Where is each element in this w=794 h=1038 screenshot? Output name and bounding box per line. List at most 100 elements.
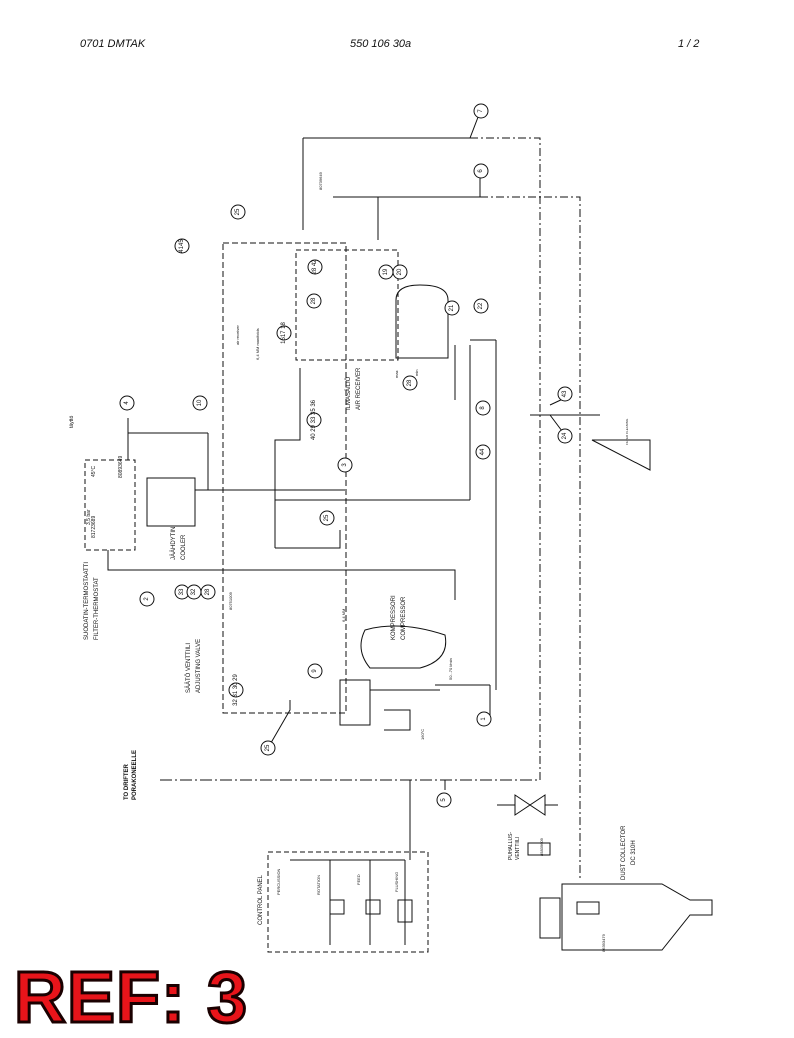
label-dc-model: DC 310H [631, 840, 637, 865]
callout-label: 1 [481, 717, 487, 721]
callout-7: 19 [378, 264, 394, 280]
label-manifold: 6,4 MM manifolds [255, 328, 260, 360]
callout-label: 40 29 33 35 36 [311, 399, 317, 440]
callout-label: 4 [124, 401, 130, 405]
callout-label: 32 [191, 588, 197, 595]
callout-label: 28 [205, 588, 211, 595]
callout-26: 1 [476, 711, 492, 727]
callout-label: 25 [324, 514, 330, 521]
callout-label: 25 [235, 208, 241, 215]
label-cooler: COOLER [181, 534, 187, 560]
label-taytto: täyttö [69, 416, 75, 428]
dust-collector [561, 883, 713, 951]
callout-24: 32 31 30 29 [228, 673, 244, 706]
callout-label: 22 [478, 302, 484, 309]
label-pn6: 86393479 [601, 933, 606, 952]
label-air-receiver: AIR RECEIVER [356, 367, 362, 410]
callout-label: 6 [478, 169, 484, 173]
label-suodatin-en: FILTER-THERMOSTAT [94, 577, 100, 640]
label-jaahdytin: JÄÄHDYTIN [170, 527, 177, 560]
callout-label: 24 [562, 432, 568, 439]
callout-label: 20 [397, 268, 403, 275]
filter-thermostat [84, 459, 136, 551]
label-pn5: 85839609 [539, 837, 544, 856]
callout-2: 25 [230, 204, 246, 220]
callout-13: 3 [337, 457, 353, 473]
label-bar: 3,5 bar [86, 509, 92, 525]
callout-5: 28 42 [307, 259, 323, 275]
label-air-receiver-small: air receiver [235, 325, 240, 345]
callout-20: 2 [139, 591, 155, 607]
callout-1: 6 [473, 163, 489, 179]
line-7 [303, 111, 481, 139]
cooler [146, 477, 196, 527]
callout-label: 3 [342, 463, 348, 467]
callout-18: 24 [557, 428, 573, 444]
callout-label: 5 [441, 798, 447, 802]
label-temp2: 160°C [420, 729, 425, 740]
callout-16: 8 [475, 400, 491, 416]
callout-19: 25 [319, 510, 335, 526]
callout-label: 1617 18 [281, 322, 287, 344]
callout-label: 4145 [179, 239, 185, 253]
label-porakoneelle: PORAKONEELLE [132, 750, 138, 800]
label-flushing: FLUSHING [394, 872, 399, 892]
callout-27: 25 [260, 740, 276, 756]
return-line-right [470, 137, 541, 780]
label-rotation: ROTATION [316, 875, 321, 895]
label-dust-collector: DUST COLLECTOR [621, 825, 627, 880]
header-center: 550 106 30a [350, 38, 412, 50]
callout-label: 33 [179, 588, 185, 595]
label-percussion: PERCUSSION [276, 868, 281, 895]
line-6 [333, 172, 481, 198]
label-compressor: COMPRESSOR [401, 596, 407, 640]
callout-label: 8 [480, 406, 486, 410]
label-pn4: 80739649 [318, 171, 323, 190]
label-max: max [394, 370, 399, 378]
label-ilmasailio: ILMASÄILIÖ [345, 376, 352, 410]
callout-label: 28 [407, 379, 413, 386]
label-kompressori: KOMPRESSORI [391, 595, 397, 640]
label-min: min [414, 370, 419, 376]
callout-8: 20 [392, 264, 408, 280]
label-temp: 45°C [91, 465, 97, 477]
callout-22: 32 [186, 584, 202, 600]
ref-stamp: REF: 3 [12, 958, 249, 1038]
compressor [360, 625, 447, 669]
label-filter-cleaning: FILTER CLEANING [625, 418, 629, 445]
callout-12: 4 [119, 395, 135, 411]
label-to-drifter: TO DRIFTER [124, 763, 130, 800]
callout-0: 7 [473, 103, 489, 119]
control-panel [267, 851, 429, 953]
callout-28: 5 [436, 792, 452, 808]
label-mm64: 6,4 MM [341, 609, 346, 622]
label-puhallus-1: PUHALLUS- [508, 832, 514, 860]
callout-3: 4145 [174, 238, 190, 254]
callout-25: 9 [307, 663, 323, 679]
label-suodatin-fi: SUODATIN-TERMOSTAATTI [84, 562, 90, 640]
header-right: 1 / 2 [678, 38, 700, 50]
callout-label: 28 [311, 297, 317, 304]
callout-label: 10 [197, 399, 203, 406]
label-flow: 50...70 l/min [448, 658, 453, 680]
callout-label: 43 [562, 390, 568, 397]
label-pn1: 80893649 [118, 456, 124, 478]
callout-label: 44 [480, 448, 486, 455]
callout-label: 21 [449, 304, 455, 311]
callout-4: 1617 18 [276, 322, 292, 344]
callout-29: 28 [402, 375, 418, 391]
label-control-panel: CONTROL PANEL [258, 874, 264, 925]
callout-label: 19 [383, 268, 389, 275]
line-6-right [480, 196, 581, 880]
filter-cleaning [591, 439, 651, 471]
label-saato-en: ADJUSTING VALVE [196, 639, 202, 693]
callout-9: 21 [444, 300, 460, 316]
adjusting-block [339, 679, 371, 726]
callout-11: 10 [192, 395, 208, 411]
label-feed: FEED [356, 874, 361, 885]
callout-15: 44 [475, 444, 491, 460]
callout-23: 28 [200, 584, 216, 600]
callout-10: 22 [473, 298, 489, 314]
callout-label: 32 31 30 29 [233, 673, 239, 705]
callout-label: 7 [478, 109, 484, 113]
